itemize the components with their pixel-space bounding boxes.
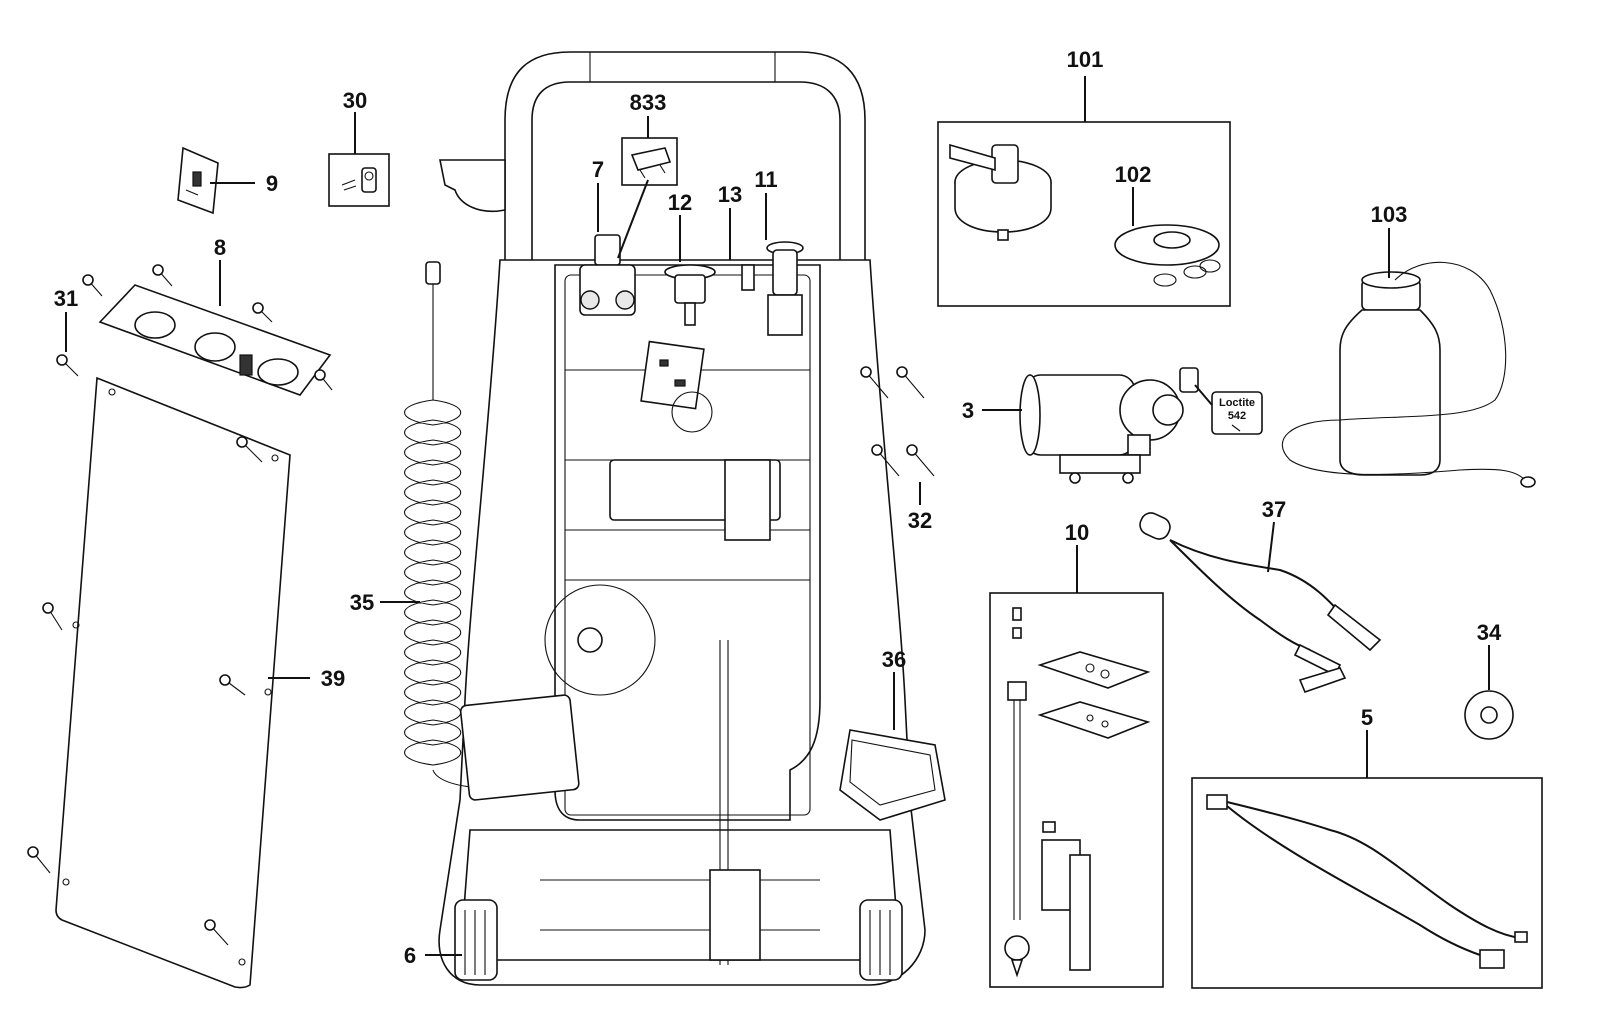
callout-35: 35 — [350, 590, 374, 615]
callout-34: 34 — [1477, 620, 1502, 645]
clamp-cable — [1139, 512, 1382, 694]
sticker-line-2: 542 — [1228, 410, 1246, 422]
part-30-box — [328, 153, 390, 207]
callout-12: 12 — [668, 190, 692, 215]
main-cabinet — [403, 51, 946, 986]
callout-101: 101 — [1067, 47, 1104, 72]
callout-6: 6 — [404, 943, 416, 968]
washer — [1464, 690, 1514, 740]
callout-39: 39 — [321, 666, 345, 691]
callout-32: 32 — [908, 508, 932, 533]
callout-103: 103 — [1371, 202, 1408, 227]
callout-3: 3 — [962, 398, 974, 423]
callout-11: 11 — [754, 167, 777, 192]
callout-labels: 101 102 103 833 30 9 8 31 7 12 13 11 3 3… — [54, 47, 1502, 968]
callout-31: 31 — [54, 286, 78, 311]
screws-32 — [860, 366, 935, 477]
part-833-box — [621, 137, 678, 186]
bottle — [1281, 261, 1536, 488]
box-10 — [989, 592, 1164, 988]
sticker-line-1: Loctite — [1219, 397, 1255, 409]
leader-lines — [65, 76, 1490, 956]
callout-833: 833 — [630, 90, 667, 115]
callout-102: 102 — [1115, 162, 1152, 187]
box-5 — [1191, 777, 1543, 989]
pump: Loctite 542 — [1019, 367, 1263, 484]
callout-36: 36 — [882, 647, 906, 672]
box-101 — [937, 121, 1231, 307]
screws-31 — [56, 264, 333, 391]
callout-13: 13 — [718, 182, 742, 207]
callout-37: 37 — [1262, 497, 1286, 522]
control-plate — [98, 284, 332, 396]
callout-7: 7 — [592, 157, 604, 182]
callout-10: 10 — [1065, 520, 1089, 545]
callout-5: 5 — [1361, 705, 1373, 730]
callout-9: 9 — [266, 171, 278, 196]
coiled-hose — [403, 261, 580, 801]
callout-30: 30 — [343, 88, 367, 113]
switch-part — [177, 146, 219, 215]
callout-8: 8 — [214, 235, 226, 260]
side-panel — [27, 376, 291, 989]
